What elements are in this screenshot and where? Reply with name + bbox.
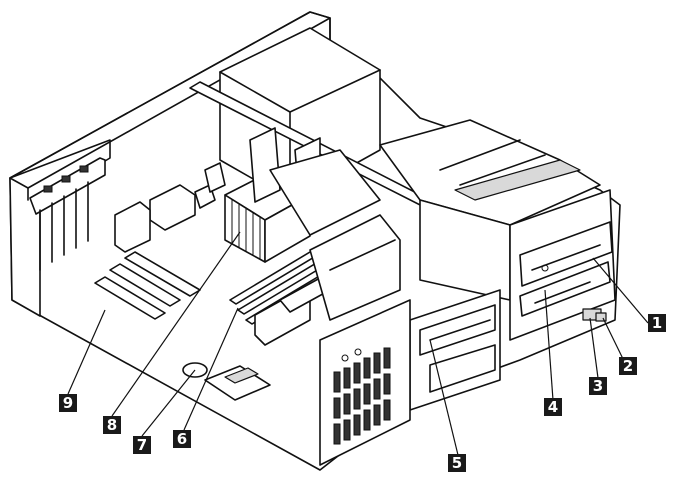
svg-text:1: 1 — [652, 314, 662, 332]
svg-text:6: 6 — [177, 430, 187, 448]
hard-drive-bay — [409, 289, 501, 411]
callout-9: 9 — [59, 394, 77, 412]
svg-text:3: 3 — [593, 377, 603, 395]
callout-1: 1 — [648, 314, 666, 332]
optical-drive — [519, 221, 613, 287]
svg-text:8: 8 — [107, 416, 117, 434]
callout-5: 5 — [448, 454, 466, 472]
diskette-drive — [519, 261, 611, 317]
callout-7: 7 — [133, 436, 151, 454]
callout-2: 2 — [619, 357, 637, 375]
pci-slots — [94, 251, 201, 320]
riser-connector — [204, 365, 271, 401]
svg-text:5: 5 — [452, 454, 462, 472]
svg-text:7: 7 — [137, 436, 147, 454]
callout-6: 6 — [173, 430, 191, 448]
air-baffle — [269, 149, 381, 236]
svg-text:9: 9 — [63, 394, 73, 412]
board-connectors — [254, 214, 401, 346]
callout-8: 8 — [103, 416, 121, 434]
svg-text:2: 2 — [623, 357, 633, 375]
front-vent-grille — [319, 299, 411, 466]
front-panel-connectors — [582, 308, 607, 322]
expansion-slot-brackets — [29, 157, 106, 271]
board-chips — [114, 162, 226, 253]
svg-text:4: 4 — [548, 398, 558, 416]
callout-4: 4 — [544, 398, 562, 416]
callout-3: 3 — [589, 377, 607, 395]
callout-leaders — [67, 231, 649, 456]
